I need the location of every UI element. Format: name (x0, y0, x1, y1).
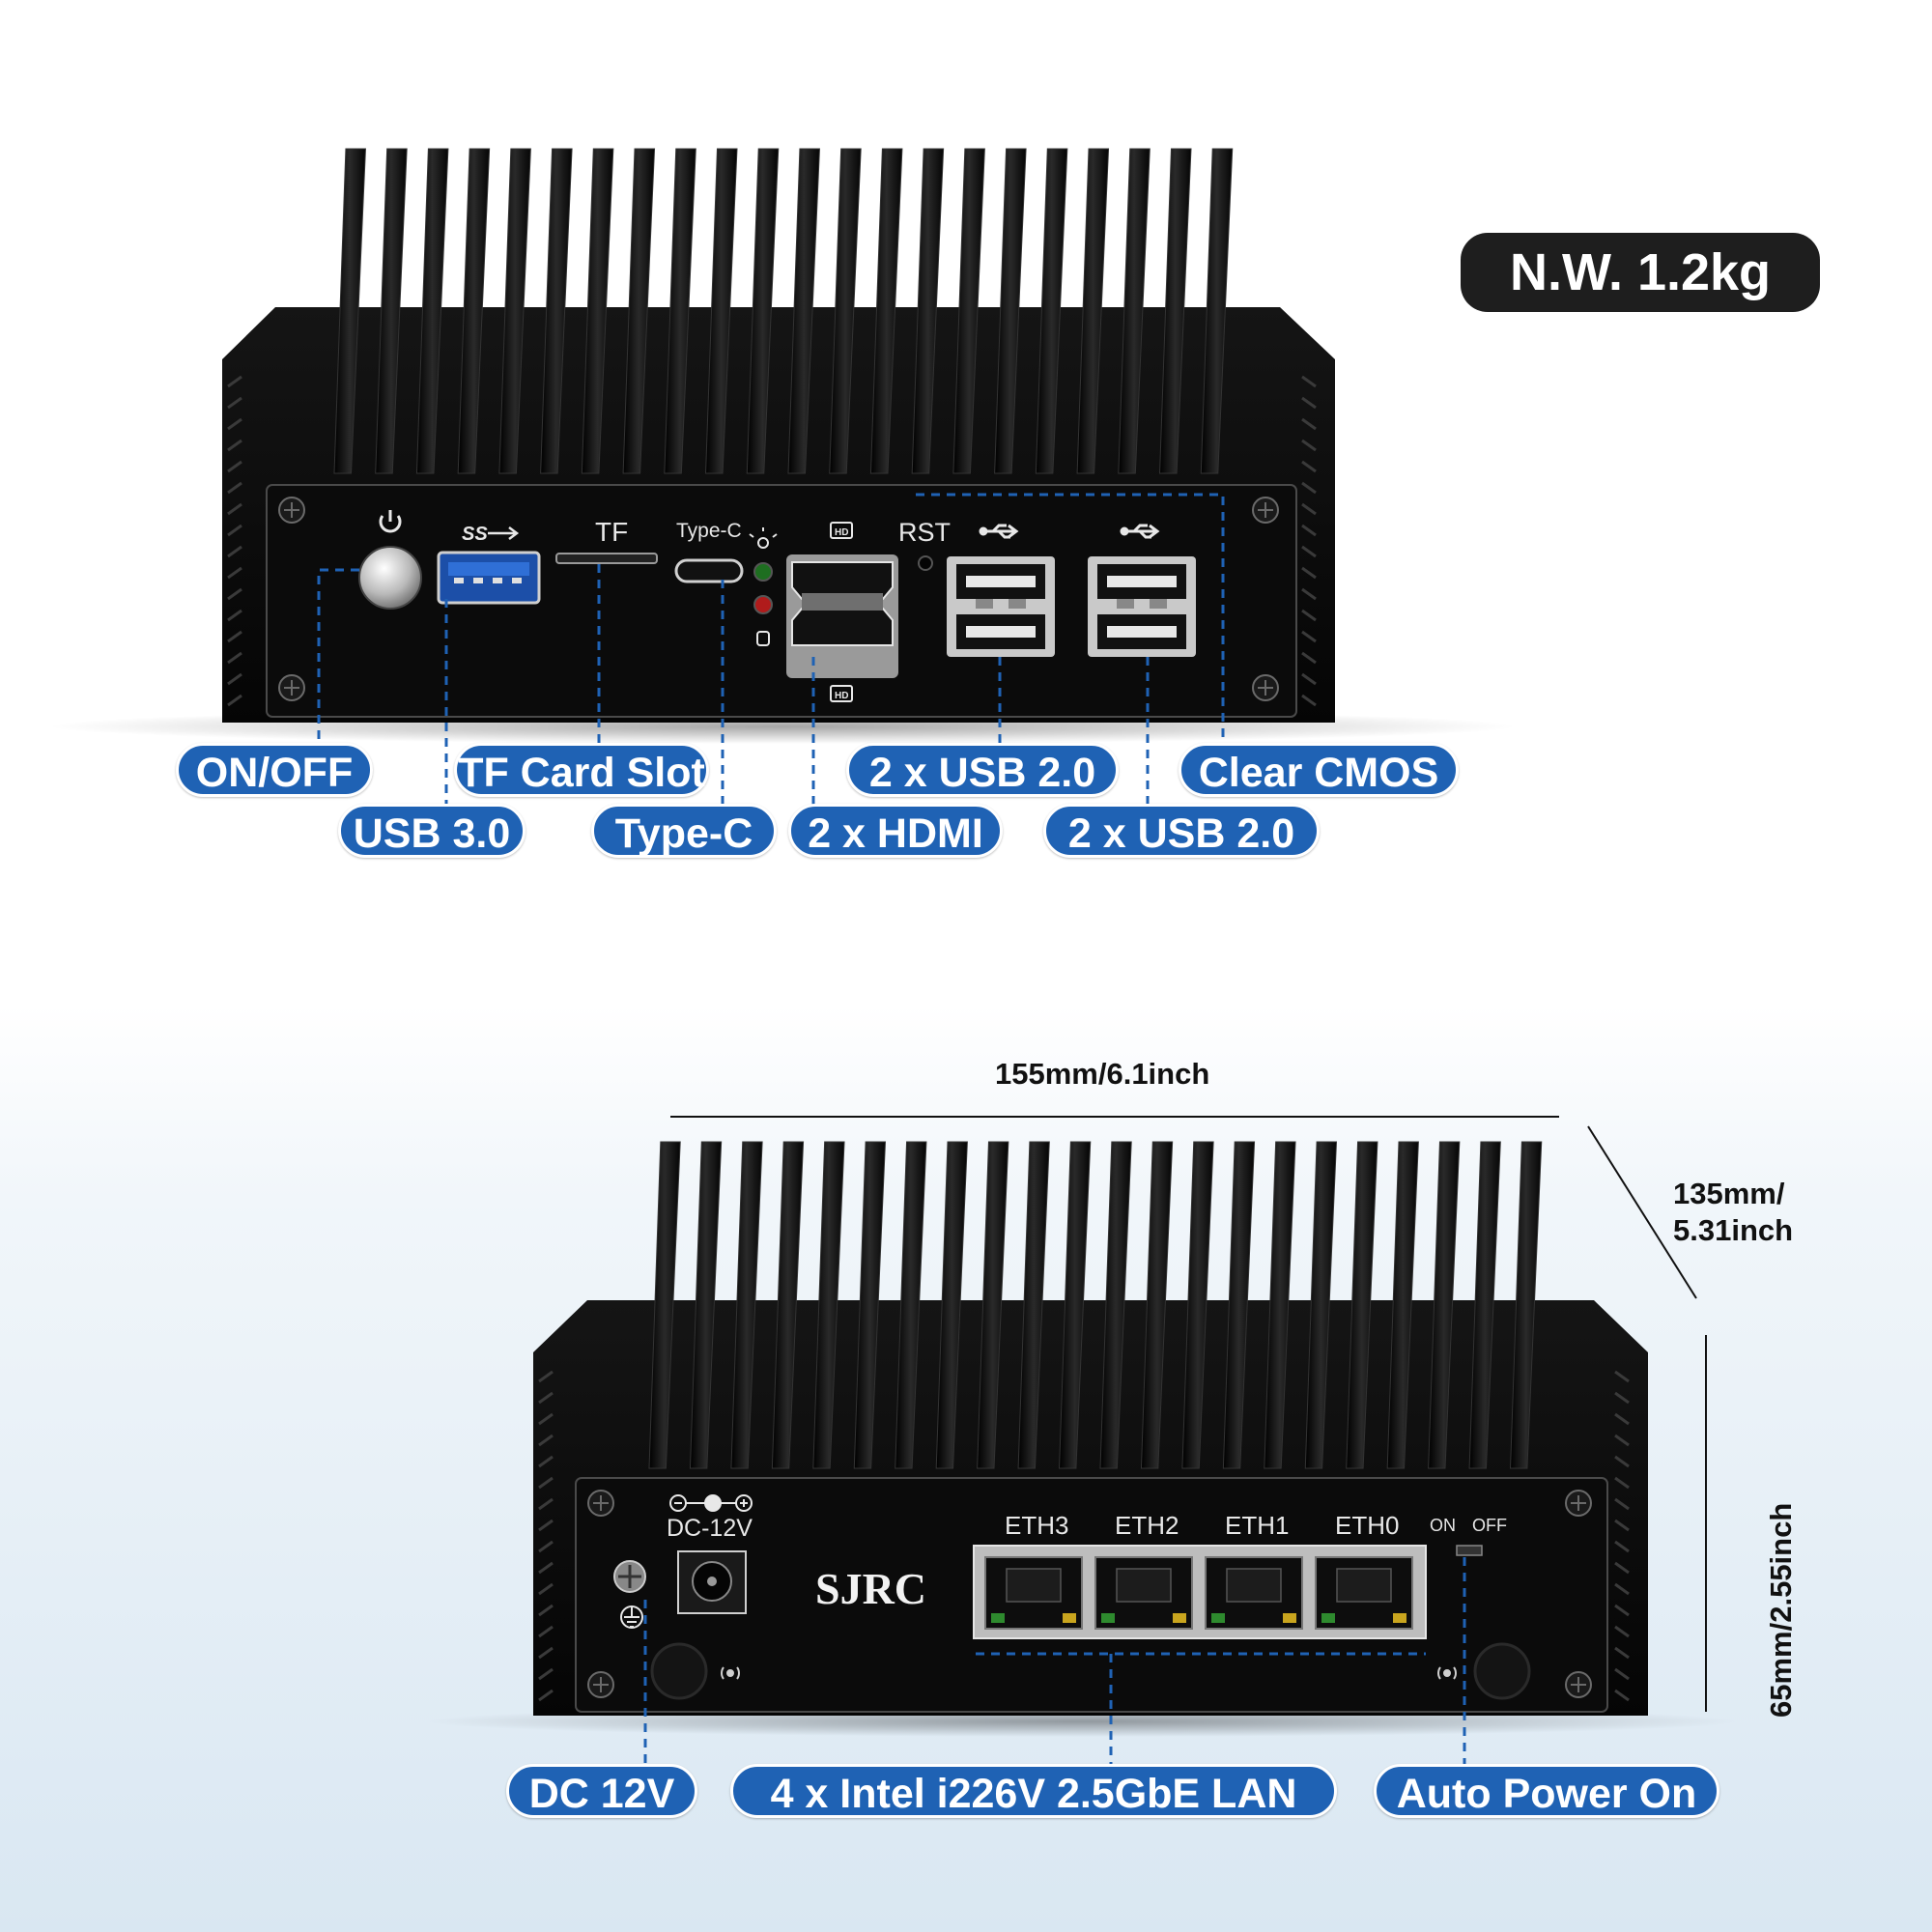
rear-device: DC-12V SJRC ETH3 ETH2 ETH1 ETH0 (425, 1141, 1739, 1737)
callout-hdmi: 2 x HDMI (788, 804, 1003, 858)
usb-icon-b (1120, 524, 1160, 539)
svg-text:HD: HD (835, 527, 848, 538)
svg-text:SS: SS (462, 524, 488, 545)
callout-dc-12v: DC 12V (506, 1764, 697, 1818)
callout-clear-cmos: Clear CMOS (1179, 743, 1459, 797)
eth-label: ETH1 (1225, 1511, 1289, 1540)
led-icon (749, 527, 778, 549)
power-led-green (753, 562, 773, 582)
rst-button[interactable] (918, 555, 933, 571)
switch-on-label: ON (1430, 1516, 1456, 1535)
wifi-icon-right (1437, 1666, 1457, 1680)
lan-port-block[interactable] (973, 1545, 1427, 1639)
dimension-lines (670, 1116, 1707, 1712)
callout-auto-power-on: Auto Power On (1374, 1764, 1719, 1818)
usb2-port-stack-b[interactable] (1088, 556, 1196, 657)
dc-jack[interactable] (677, 1550, 747, 1614)
type-c-port[interactable] (674, 558, 744, 583)
dimension-height: 65mm/2.55inch (1764, 1502, 1798, 1718)
front-screws (278, 497, 1279, 701)
eth-label: ETH3 (1005, 1511, 1068, 1540)
eth-label: ETH2 (1115, 1511, 1179, 1540)
rst-label: RST (898, 518, 951, 547)
type-c-port-label: Type-C (676, 520, 742, 542)
power-button[interactable] (358, 546, 422, 610)
usb-icon-a (979, 524, 1019, 539)
callout-usb2-b: 2 x USB 2.0 (1043, 804, 1320, 858)
tf-card-slot[interactable] (555, 553, 658, 564)
rear-heatsink-fins (648, 1141, 1543, 1469)
dc-polarity-icon (669, 1494, 753, 1512)
rear-side-ribs (538, 1370, 1630, 1702)
usb3-port[interactable] (437, 551, 541, 605)
rj45-port-eth2[interactable] (1094, 1556, 1193, 1630)
callout-tf-card-slot: TF Card Slot (454, 743, 709, 797)
tf-port-label: TF (595, 517, 628, 547)
usb3-ss-icon: SS (462, 524, 520, 545)
rj45-port-eth3[interactable] (984, 1556, 1083, 1630)
rj45-port-eth0[interactable] (1315, 1556, 1413, 1630)
front-heatsink-fins (333, 148, 1234, 474)
dc-label: DC-12V (667, 1515, 753, 1542)
front-device: SS HD HD (48, 148, 1517, 744)
callout-on-off: ON/OFF (176, 743, 373, 797)
dimension-width: 155mm/6.1inch (995, 1057, 1210, 1091)
callout-usb2-a: 2 x USB 2.0 (846, 743, 1119, 797)
wifi-icon-left (721, 1666, 740, 1680)
rear-leader-lines (643, 1557, 1466, 1764)
rj45-port-eth1[interactable] (1205, 1556, 1303, 1630)
brand-logo: SJRC (815, 1564, 926, 1613)
callout-lan: 4 x Intel i226V 2.5GbE LAN (730, 1764, 1337, 1818)
power-icon (379, 510, 402, 533)
front-side-ribs (227, 375, 1317, 707)
ground-screw (613, 1560, 646, 1593)
hdmi-ports[interactable] (786, 554, 898, 678)
front-leader-lines (317, 493, 1225, 817)
switch-off-label: OFF (1472, 1516, 1507, 1535)
svg-text:HD: HD (835, 691, 848, 701)
net-weight-badge: N.W. 1.2kg (1461, 233, 1820, 312)
dimension-depth-line2: 5.31inch (1673, 1213, 1794, 1247)
antenna-right (1473, 1642, 1531, 1700)
ground-icon (620, 1605, 643, 1629)
hdmi-icon-top: HD (830, 522, 853, 539)
disk-icon (756, 631, 770, 646)
eth-label: ETH0 (1335, 1511, 1399, 1540)
callout-type-c: Type-C (591, 804, 777, 858)
antenna-left (650, 1642, 708, 1700)
usb2-port-stack-a[interactable] (947, 556, 1055, 657)
auto-power-switch[interactable] (1456, 1545, 1483, 1556)
disk-led-red (753, 595, 773, 614)
hdmi-icon-bottom: HD (830, 685, 853, 702)
dimension-depth-line1: 135mm/ (1673, 1177, 1785, 1210)
callout-usb3: USB 3.0 (338, 804, 526, 858)
